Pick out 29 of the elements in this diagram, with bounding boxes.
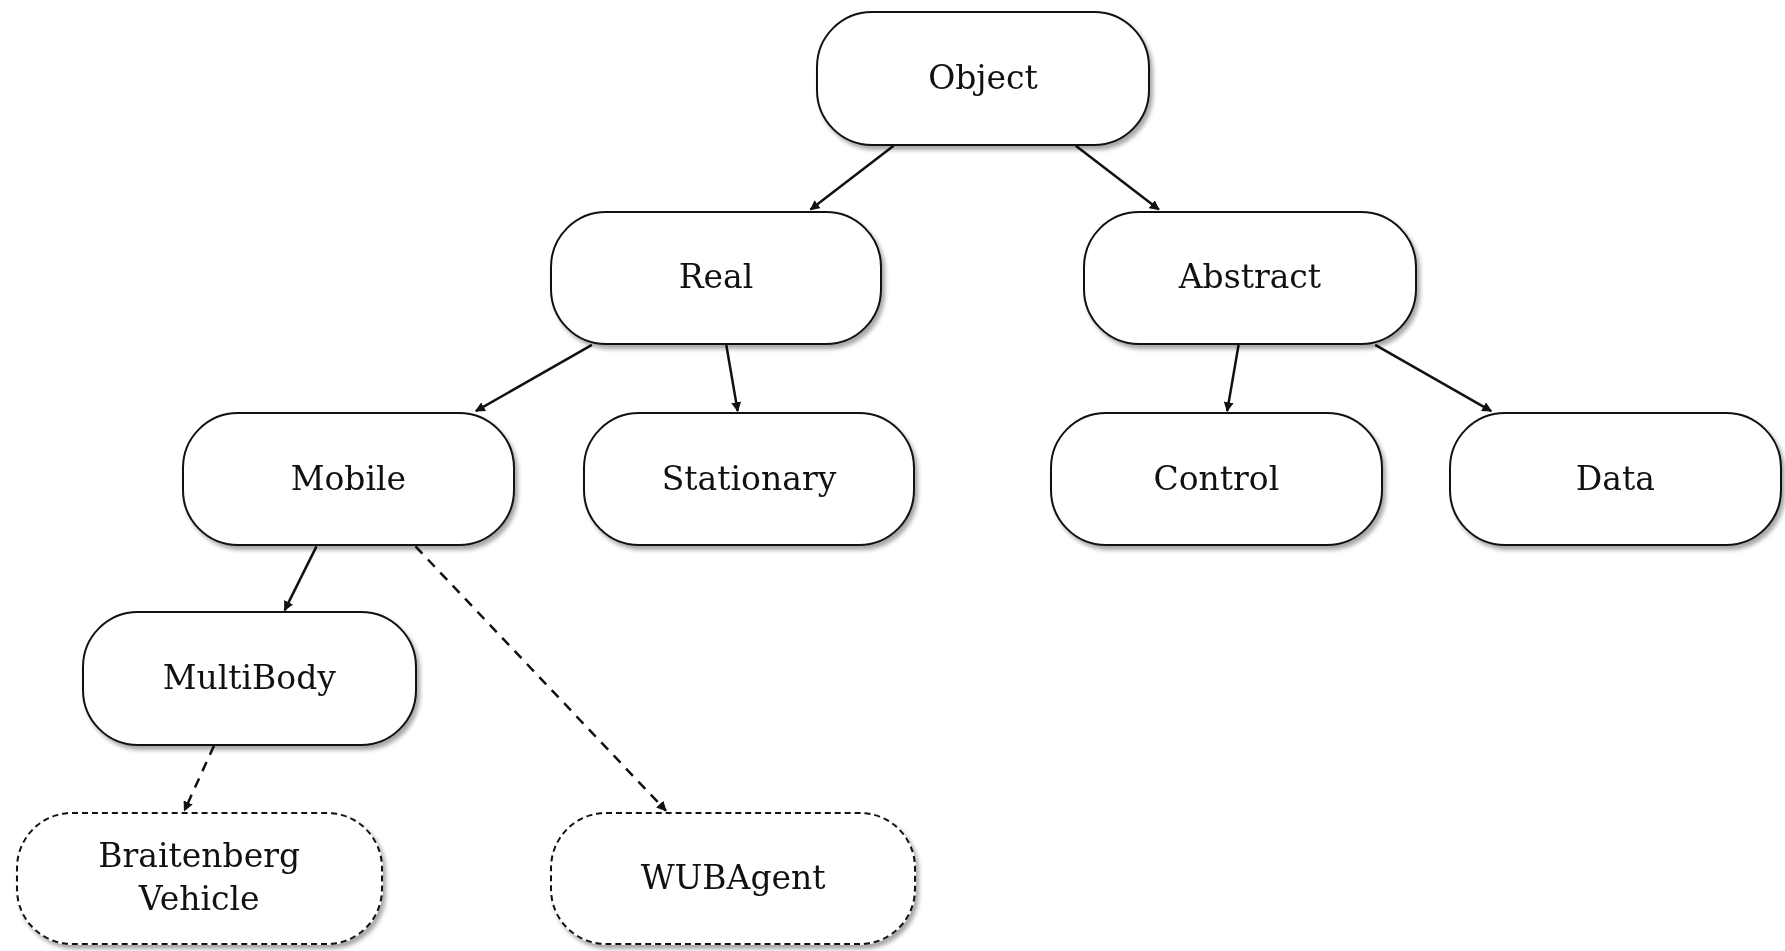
arrow xyxy=(1374,343,1493,413)
rounded-box xyxy=(1082,210,1418,345)
rounded-box xyxy=(582,412,916,547)
arrow xyxy=(475,343,593,413)
arrow xyxy=(809,144,895,211)
rounded-box xyxy=(816,11,1150,146)
rounded-box xyxy=(549,210,883,345)
rounded-box xyxy=(1449,412,1782,547)
node-label: WUBAgent xyxy=(640,856,826,899)
rounded-box xyxy=(549,811,917,945)
rounded-box xyxy=(1049,412,1384,547)
rounded-box xyxy=(15,811,383,945)
arrow xyxy=(414,545,667,812)
node-label: MultiBody xyxy=(162,657,336,700)
arrow xyxy=(1075,144,1160,211)
rounded-box xyxy=(182,412,515,547)
arrow xyxy=(725,344,742,413)
node-label: Object xyxy=(928,57,1038,100)
arrow xyxy=(1223,344,1240,413)
node-label: Control xyxy=(1153,457,1280,500)
arrow xyxy=(183,745,216,812)
node-label: Real xyxy=(678,256,754,299)
node-label: Abstract xyxy=(1178,256,1322,299)
node-label: Data xyxy=(1575,457,1655,500)
node-label: Mobile xyxy=(290,457,407,500)
arrow xyxy=(283,545,318,612)
node-label: Stationary xyxy=(661,457,837,500)
rounded-box xyxy=(81,611,417,746)
node-label: Braitenberg Vehicle xyxy=(97,835,302,921)
